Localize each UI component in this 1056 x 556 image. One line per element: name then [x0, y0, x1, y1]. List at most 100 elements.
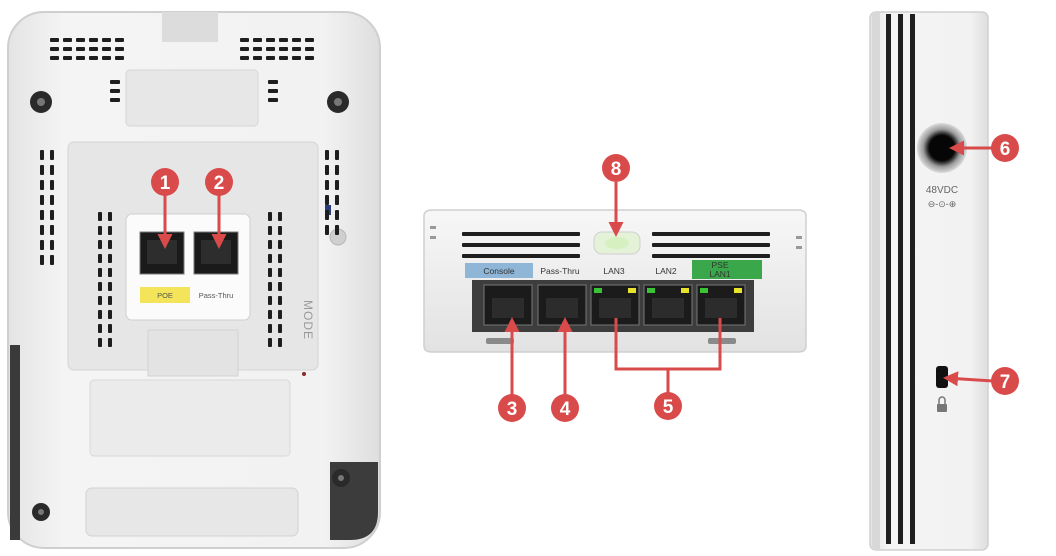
- vent-slot: [108, 282, 112, 291]
- vent-slot: [115, 47, 124, 51]
- vent-slot: [63, 38, 72, 42]
- vent-slot: [110, 98, 120, 102]
- callout-number: 7: [1000, 372, 1011, 393]
- vent-slot: [325, 195, 329, 205]
- callout-number: 3: [507, 399, 518, 420]
- vent-slot: [305, 38, 314, 42]
- vent-slot: [110, 80, 120, 84]
- vent-slot: [278, 338, 282, 347]
- callout-2: 2: [205, 168, 233, 196]
- vent-slot: [89, 47, 98, 51]
- vent-slot: [278, 254, 282, 263]
- leader-7: [943, 371, 994, 387]
- lower-recess: [147, 329, 239, 377]
- callout-number: 4: [560, 399, 571, 420]
- vent-slot: [325, 150, 329, 160]
- vent-slot: [63, 56, 72, 60]
- vent-slot: [40, 165, 44, 175]
- vent-slot: [278, 310, 282, 319]
- vent-slot: [268, 282, 272, 291]
- vent-slot: [268, 240, 272, 249]
- vent-slot: [278, 324, 282, 333]
- vent-slot: [279, 56, 288, 60]
- vent-slot: [335, 195, 339, 205]
- pass-thru-label: Pass-Thru: [199, 291, 234, 300]
- vent-slot: [40, 180, 44, 190]
- vent-slot: [325, 210, 329, 220]
- callout-number: 2: [214, 173, 225, 194]
- callout-4: 4: [551, 394, 579, 422]
- vent-slot: [335, 150, 339, 160]
- vent-slot: [268, 212, 272, 221]
- lan2-label: LAN2: [655, 266, 677, 276]
- vent-slot: [278, 226, 282, 235]
- vent-slot: [102, 56, 111, 60]
- vent-slot: [278, 268, 282, 277]
- vent-slot: [335, 210, 339, 220]
- lan1-label: LAN1: [709, 269, 731, 279]
- front-vents: [462, 232, 770, 258]
- vent-slot: [240, 38, 249, 42]
- vent-slot: [98, 296, 102, 305]
- vent-slot: [50, 180, 54, 190]
- back-panel: POE Pass-Thru MODE: [7, 11, 381, 549]
- vent-slot: [98, 254, 102, 263]
- callout-number: 6: [1000, 139, 1011, 160]
- upper-recess: [125, 69, 259, 127]
- left-corner-piece: [10, 345, 20, 540]
- vent-slot: [305, 56, 314, 60]
- callout-8: 8: [602, 154, 630, 182]
- poe-label: POE: [157, 291, 173, 300]
- vent-slot: [40, 240, 44, 250]
- vent-slot: [50, 210, 54, 220]
- mode-text: MODE: [301, 300, 315, 340]
- vent-slot: [63, 47, 72, 51]
- vent-slot: [268, 268, 272, 277]
- vent-slot: [50, 240, 54, 250]
- vent-slot: [98, 282, 102, 291]
- vent-slot: [268, 296, 272, 305]
- pass-thru-front-label: Pass-Thru: [540, 266, 579, 276]
- vent-slot: [305, 47, 314, 51]
- vent-slot: [102, 47, 111, 51]
- vent-slot: [108, 254, 112, 263]
- vent-slot: [50, 165, 54, 175]
- callout-number: 5: [663, 397, 674, 418]
- side-vents: [886, 14, 915, 544]
- vent-slot: [266, 38, 275, 42]
- vent-slot: [266, 47, 275, 51]
- vent-slot: [98, 338, 102, 347]
- vent-slot: [292, 56, 301, 60]
- vent-slot: [89, 56, 98, 60]
- vent-slot: [335, 180, 339, 190]
- vent-slot: [266, 56, 275, 60]
- callout-5: 5: [654, 392, 682, 420]
- activity-led: [681, 288, 689, 293]
- vent-slot: [108, 212, 112, 221]
- back-vents: [40, 38, 339, 347]
- link-led: [700, 288, 708, 293]
- bottom-recess: [89, 379, 291, 457]
- link-led: [647, 288, 655, 293]
- vent-slot: [50, 225, 54, 235]
- vent-slot: [40, 255, 44, 265]
- vent-slot: [325, 180, 329, 190]
- pse-lan1-strip: [692, 260, 762, 279]
- power-polarity-symbol: ⊖-⊙-⊕: [928, 199, 957, 209]
- vent-slot: [268, 89, 278, 93]
- vent-slot: [268, 310, 272, 319]
- vent-slot: [98, 268, 102, 277]
- vent-slot: [40, 150, 44, 160]
- vent-slot: [108, 240, 112, 249]
- vent-slot: [76, 47, 85, 51]
- vent-slot: [253, 47, 262, 51]
- callout-6: 6: [991, 134, 1019, 162]
- vent-slot: [108, 310, 112, 319]
- vent-slot: [279, 38, 288, 42]
- foot-recess: [85, 487, 299, 537]
- activity-led: [628, 288, 636, 293]
- vent-slot: [292, 38, 301, 42]
- vent-slot: [50, 56, 59, 60]
